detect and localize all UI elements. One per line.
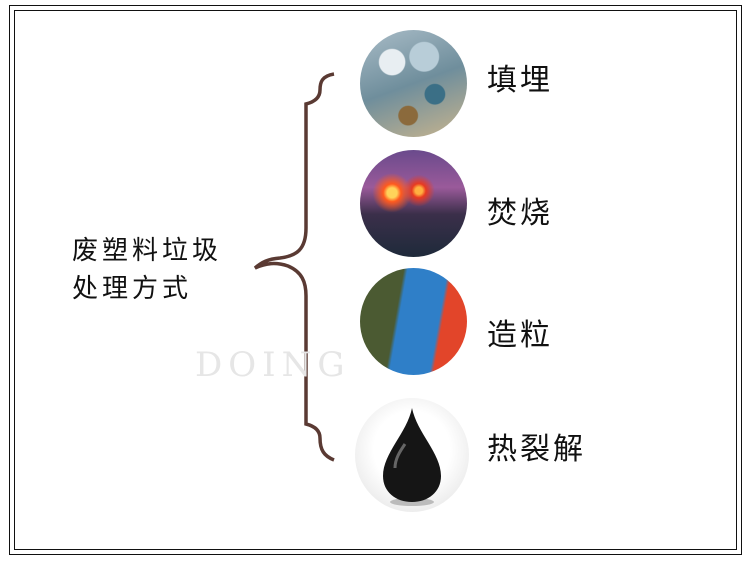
method-label-landfill: 填埋 [487, 63, 553, 98]
method-label-pelletizing: 造粒 [487, 318, 553, 353]
incineration-image [360, 150, 467, 257]
diagram-title: 废塑料垃圾 处理方式 [72, 232, 222, 308]
oil-drop-icon [383, 408, 441, 506]
outer-border [9, 5, 742, 555]
method-label-pyrolysis: 热裂解 [487, 432, 586, 467]
landfill-image [360, 30, 467, 137]
pellets-image [360, 268, 467, 375]
title-line-1: 废塑料垃圾 [72, 236, 223, 266]
method-label-incineration: 焚烧 [487, 196, 553, 231]
pyrolysis-image [355, 398, 469, 512]
watermark-logo: DOING [195, 345, 351, 385]
inner-border [14, 10, 737, 550]
title-line-2: 处理方式 [72, 274, 193, 304]
